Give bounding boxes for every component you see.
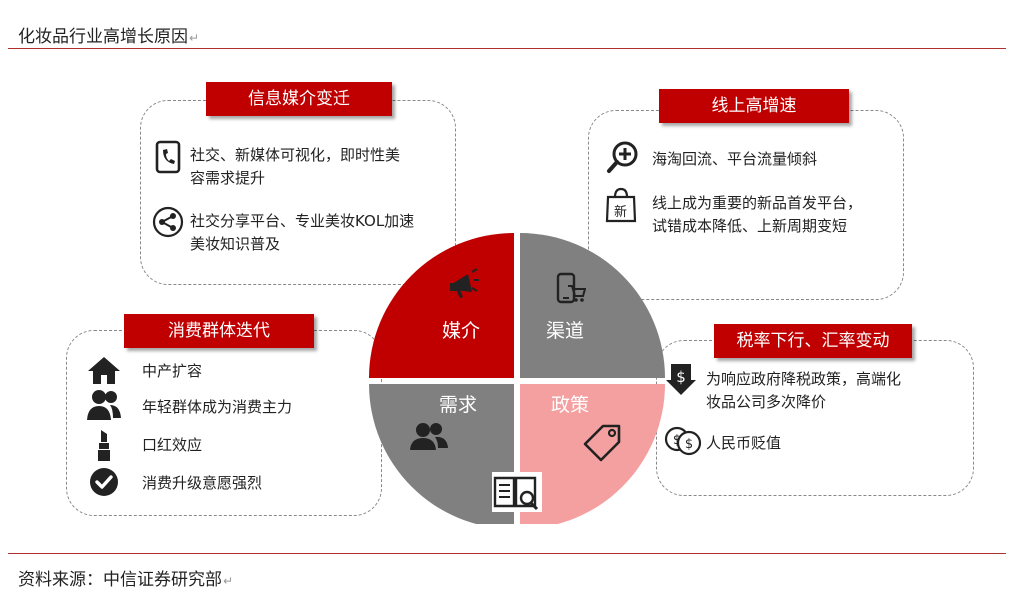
channel-label: 渠道: [546, 320, 585, 342]
phone-icon: [155, 140, 181, 174]
consumer-item: 年轻群体成为消费主力: [142, 398, 293, 416]
top-divider: [8, 48, 1006, 49]
share-icon: [152, 206, 184, 238]
info-media-item: 社交分享平台、专业美妆KOL加速美妆知识普及: [190, 212, 415, 253]
consumer-item: 中产扩容: [142, 362, 203, 380]
users-icon: [410, 423, 448, 450]
consumer-group-tag: 消费群体迭代: [124, 314, 314, 348]
media-label: 媒介: [442, 320, 481, 342]
mobile-cart-icon: [556, 272, 586, 304]
policy-label: 政策: [551, 394, 590, 416]
lipstick-icon: [98, 430, 110, 461]
tax-rate-item: 为响应政府降税政策，高端化妆品公司多次降价: [706, 370, 902, 411]
shopping-bag-icon: 新: [604, 186, 638, 224]
consumer-item: 消费升级意愿强烈: [142, 474, 263, 492]
price-tag-icon: [583, 424, 621, 462]
paragraph-mark: ↵: [189, 31, 200, 45]
consumer-item: 口红效应: [142, 436, 203, 454]
source-note: 资料来源：中信证券研究部↵: [18, 570, 234, 590]
paragraph-mark: ↵: [223, 574, 234, 588]
dollar-down-icon: $: [666, 364, 696, 395]
search-plus-icon: [607, 141, 638, 173]
media-quadrant: [369, 233, 514, 378]
quadrant-circle: [369, 233, 665, 524]
tax-rate-item: 人民币贬值: [706, 434, 782, 452]
svg-text:$: $: [685, 437, 693, 452]
demand-label: 需求: [439, 394, 478, 416]
info-media-tag: 信息媒介变迁: [206, 82, 392, 116]
online-growth-item: 线上成为重要的新品首发平台，试错成本降低、上新周期变短: [652, 194, 863, 235]
page-title: 化妆品行业高增长原因↵: [18, 27, 200, 47]
info-media-item: 社交、新媒体可视化，即时性美容需求提升: [190, 146, 401, 187]
policy-quadrant: [520, 384, 665, 524]
coins-icon: $ $: [664, 426, 702, 456]
demand-quadrant: [369, 384, 514, 524]
check-circle-icon: [90, 468, 118, 496]
tax-rate-box: [656, 340, 974, 496]
users-icon: [87, 390, 121, 420]
online-growth-item: 海淘回流、平台流量倾斜: [652, 150, 818, 168]
channel-quadrant: [520, 233, 665, 378]
svg-text:$: $: [673, 433, 681, 448]
svg-text:$: $: [676, 368, 686, 386]
tax-rate-tag: 税率下行、汇率变动: [714, 324, 912, 358]
home-icon: [88, 357, 120, 384]
online-growth-tag: 线上高增速: [659, 89, 849, 123]
megaphone-icon: [450, 268, 479, 298]
bag-label: 新: [614, 205, 628, 220]
book-search-icon: [492, 472, 542, 512]
bottom-divider: [8, 553, 1006, 554]
